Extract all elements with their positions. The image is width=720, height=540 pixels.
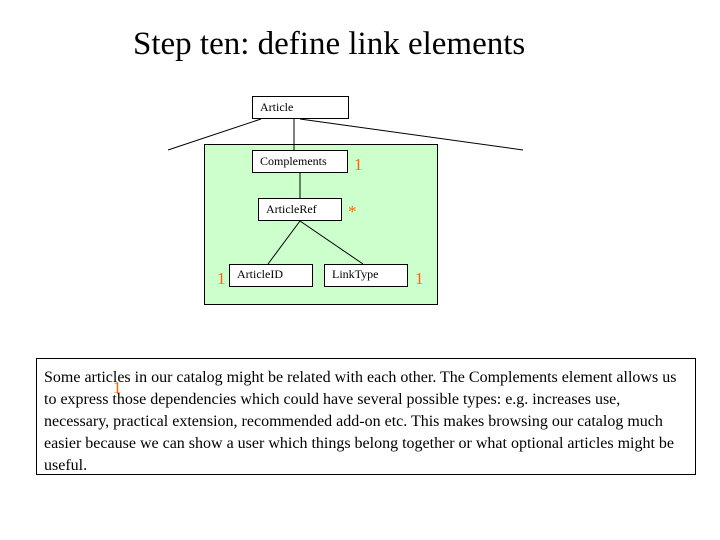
connector-articleref-linktype: [299, 220, 364, 265]
multiplicity-article-ref: *: [348, 202, 357, 221]
node-article: Article: [252, 96, 349, 119]
node-article-id: ArticleID: [229, 264, 313, 287]
multiplicity-complements: 1: [354, 155, 363, 174]
connector-article-left: [167, 118, 262, 151]
multiplicity-article-id: 1: [217, 269, 226, 288]
node-complements: Complements: [252, 150, 348, 173]
multiplicity-link-type: 1: [415, 269, 424, 288]
node-article-ref: ArticleRef: [258, 198, 342, 221]
connector-article-right: [299, 118, 524, 151]
node-link-type: LinkType: [324, 264, 408, 287]
description-text: Some articles in our catalog might be re…: [44, 369, 677, 474]
stray-multiplicity: 1: [113, 378, 122, 397]
slide-title: Step ten: define link elements: [133, 26, 526, 62]
description-box: Some articles in our catalog might be re…: [36, 358, 696, 475]
connector-articleref-articleid: [267, 220, 301, 265]
